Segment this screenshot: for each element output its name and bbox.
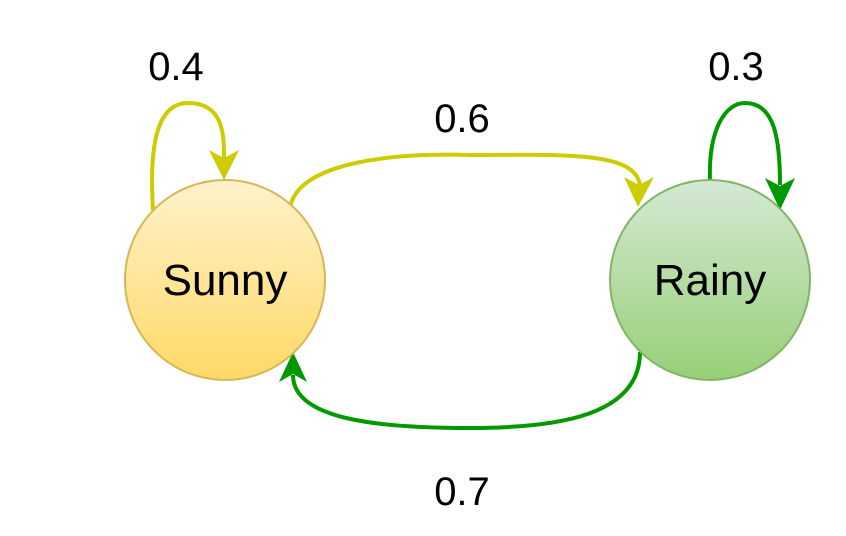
edge-label-rainy-to-rainy: 0.3: [708, 45, 764, 89]
edge-sunny-to-rainy: 0.6: [288, 97, 654, 208]
edge-rainy-self-loop-line: [707, 100, 782, 186]
edge-sunny-self-loop-line: [150, 100, 226, 211]
edge-rainy-to-sunny: 0.7: [279, 351, 642, 514]
edge-sunny-to-rainy-arrowhead: [624, 177, 654, 207]
edge-sunny-self-loop-arrowhead: [209, 150, 239, 180]
edge-rainy-to-sunny-line: [291, 351, 642, 431]
edge-rainy-to-sunny-arrowhead: [279, 352, 307, 382]
edge-label-sunny-to-sunny: 0.4: [148, 45, 204, 89]
node-sunny-label: Sunny: [163, 256, 288, 305]
node-rainy-label: Rainy: [654, 256, 767, 305]
node-sunny: Sunny: [124, 179, 326, 381]
edge-rainy-to-rainy: 0.3: [707, 45, 795, 210]
edge-label-rainy-to-sunny: 0.7: [434, 470, 490, 514]
edge-rainy-self-loop-arrowhead: [765, 178, 795, 210]
edge-sunny-to-sunny: 0.4: [148, 45, 239, 211]
edge-label-sunny-to-rainy: 0.6: [434, 97, 490, 141]
node-rainy-circle: [609, 179, 811, 381]
node-sunny-circle: [124, 179, 326, 381]
node-rainy: Rainy: [609, 179, 811, 381]
edge-sunny-to-rainy-line: [288, 152, 642, 208]
